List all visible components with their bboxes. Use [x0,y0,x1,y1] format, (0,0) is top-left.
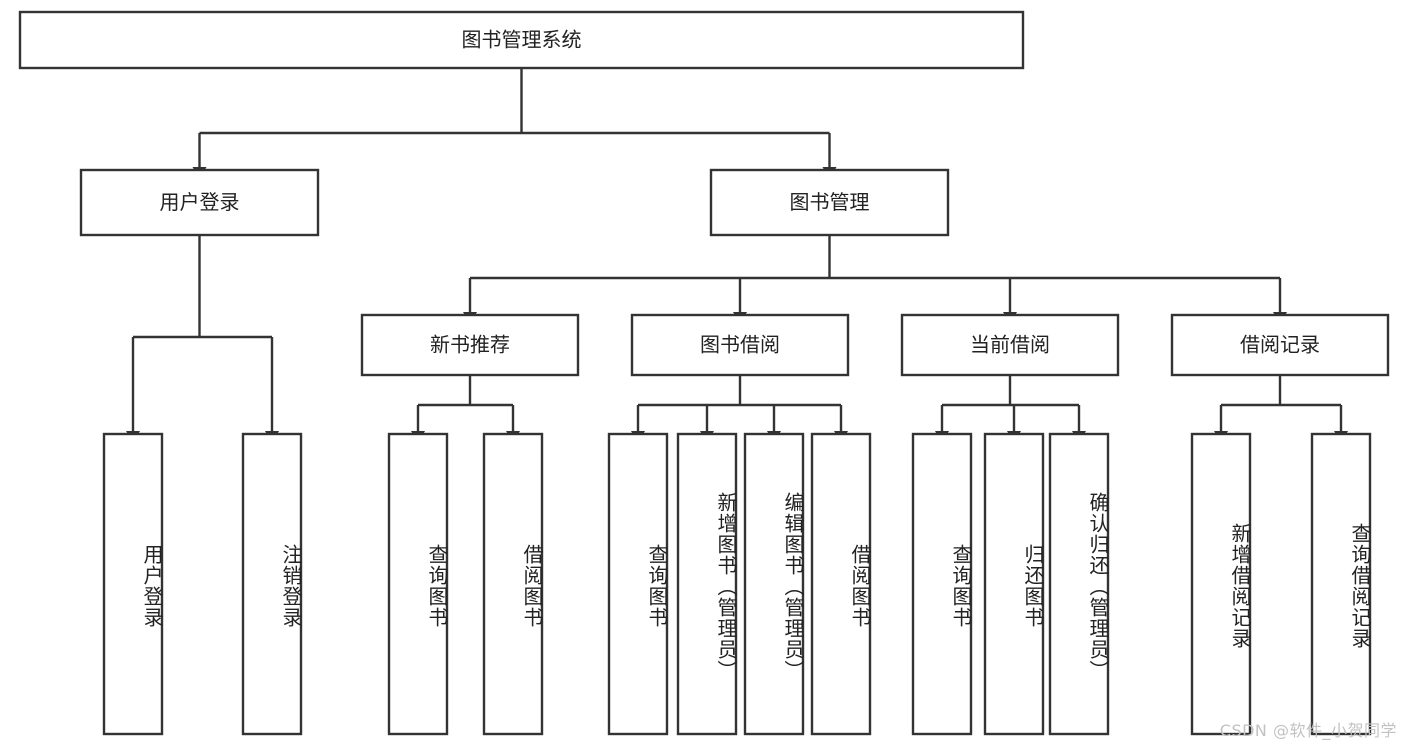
node-label-level2-0: 新书推荐 [430,333,510,357]
node-box-leaf-8[interactable] [911,432,973,736]
node-label-root: 图书管理系统 [462,28,582,52]
node-box-level2-2[interactable] [900,313,1120,377]
node-box-leaf-0[interactable] [102,432,164,736]
node-box-leaf-5[interactable] [676,432,738,736]
node-box-leaf-4[interactable] [607,432,669,736]
node-box-leaf-10[interactable] [1048,432,1110,736]
node-box-level2-0[interactable] [360,313,580,377]
node-label-level2-3: 借阅记录 [1240,333,1320,357]
node-label-level2-1: 图书借阅 [700,333,780,357]
watermark: CSDN @软件_小贺同学 [1219,721,1397,740]
node-label-level2-2: 当前借阅 [970,333,1050,357]
node-box-level1-0[interactable] [79,168,320,237]
node-box-level1-1[interactable] [709,168,950,237]
node-box-level2-3[interactable] [1170,313,1390,377]
node-boxes [18,10,1390,736]
node-box-leaf-6[interactable] [743,432,805,736]
node-box-leaf-7[interactable] [810,432,872,736]
node-box-leaf-2[interactable] [387,432,449,736]
node-box-root[interactable] [18,10,1025,70]
node-box-level2-1[interactable] [630,313,850,377]
node-box-leaf-9[interactable] [983,432,1045,736]
node-box-leaf-12[interactable] [1310,432,1372,736]
node-box-leaf-11[interactable] [1190,432,1252,736]
node-box-leaf-3[interactable] [482,432,544,736]
node-box-leaf-1[interactable] [241,432,303,736]
node-label-level1-0: 用户登录 [160,190,240,214]
node-label-level1-1: 图书管理 [790,190,870,214]
connector-lines [126,68,1348,443]
